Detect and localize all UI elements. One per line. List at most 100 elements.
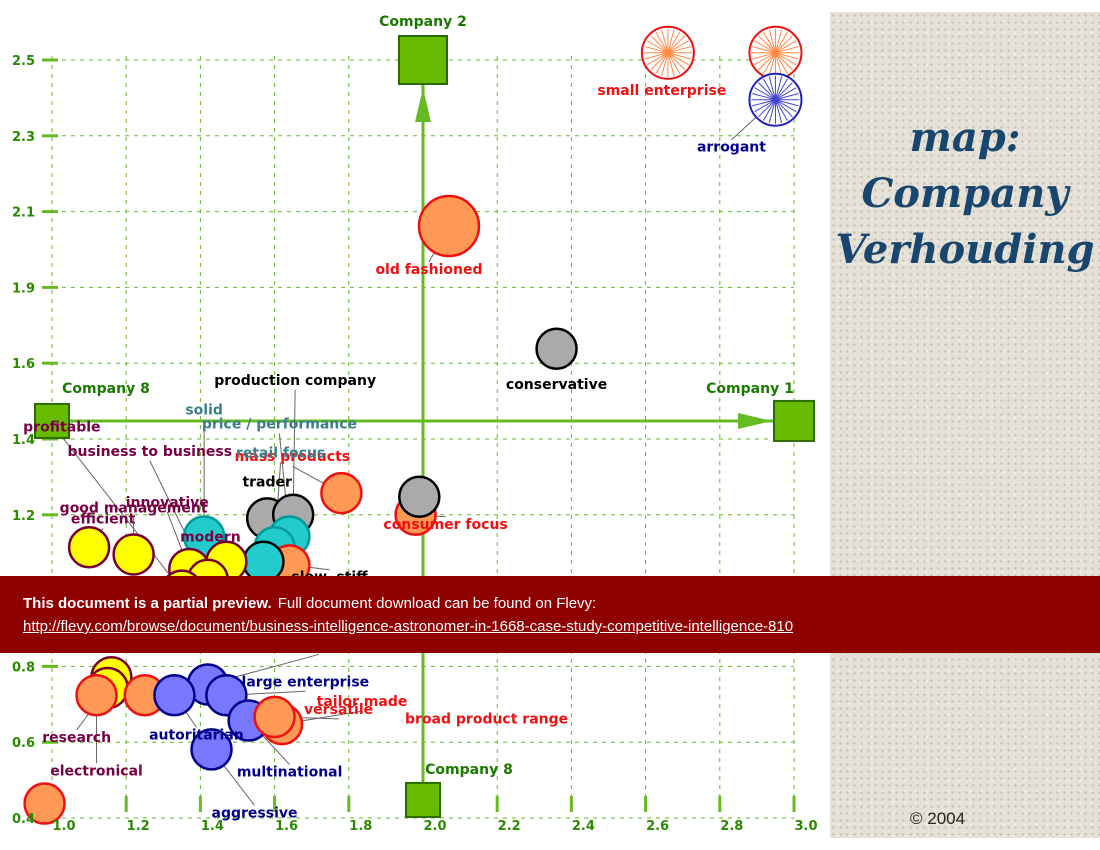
wheel-spoke	[752, 52, 776, 60]
x-tick-label: 1.6	[275, 819, 298, 834]
x-tick-label: 2.8	[720, 819, 743, 834]
wheel-spoke	[775, 78, 788, 100]
wheel-spoke	[763, 78, 776, 100]
wheel-spoke	[754, 52, 776, 66]
company-marker	[773, 399, 815, 442]
wheel-spoke	[775, 99, 793, 118]
wheel-spoke	[775, 82, 793, 101]
wheel-spoke	[775, 99, 799, 107]
preview-banner: This document is a partial preview.Full …	[0, 576, 1100, 653]
map-title-line-3: Verhouding	[835, 226, 1095, 273]
data-point	[112, 533, 155, 576]
wheel-spoke	[667, 31, 681, 54]
arrow-up	[415, 88, 431, 122]
data-point	[535, 327, 578, 371]
company-marker	[405, 781, 441, 818]
bubble-marker	[75, 674, 118, 717]
wheel-spoke	[650, 35, 669, 54]
point-label: small enterprise	[597, 83, 726, 99]
x-tick-label: 2.0	[423, 819, 446, 834]
wheel-spoke	[775, 99, 797, 113]
wheel-spoke	[763, 52, 776, 74]
wheel-spoke	[775, 35, 793, 54]
point-label: trader	[242, 474, 292, 490]
wheel-spoke	[763, 31, 776, 54]
bubble-marker	[398, 475, 441, 519]
wheel-spoke	[644, 46, 668, 54]
wheel-spoke	[644, 52, 668, 60]
wheel-spoke	[661, 52, 669, 77]
arrow-right	[738, 412, 772, 429]
point-label: electronical	[50, 763, 143, 779]
banner-message: This document is a partial preview.Full …	[23, 595, 596, 612]
wheel-spoke	[774, 99, 783, 124]
bubble-marker	[535, 327, 578, 371]
x-tick-label: 1.8	[349, 819, 372, 834]
wheel-spoke	[667, 52, 686, 71]
crosshair-axes	[70, 80, 774, 784]
point-label: research	[42, 730, 111, 746]
wheel-spoke	[650, 52, 669, 71]
wheel-spoke	[667, 52, 692, 60]
x-tick-label: 2.2	[498, 819, 521, 834]
wheel-spoke	[667, 35, 686, 54]
wheel-spoke	[775, 52, 797, 66]
banner-download-link[interactable]: http://flevy.com/browse/document/busines…	[23, 618, 794, 635]
banner-bold-text: This document is a partial preview.	[23, 595, 272, 612]
point-label: autoritarian	[149, 727, 244, 743]
data-point	[153, 674, 196, 717]
wheel-spoke	[775, 40, 797, 54]
data-point	[748, 25, 803, 80]
bubble-marker	[67, 526, 111, 569]
point-label: old fashioned	[375, 262, 482, 278]
data-point	[748, 72, 803, 127]
point-label: multinational	[237, 765, 343, 781]
point-label: innovative	[126, 495, 209, 511]
leader-line	[61, 436, 183, 591]
y-tick-label: 1.2	[12, 509, 35, 524]
wheel-spoke	[775, 99, 788, 121]
map-title-line-2: Company	[861, 170, 1069, 217]
company-label: Company 8	[425, 762, 513, 778]
company-label: Company 1	[706, 381, 794, 397]
wheel-spoke	[752, 46, 776, 54]
wheel-spoke	[661, 29, 669, 53]
x-tick-label: 2.6	[646, 819, 669, 834]
wheel-spoke	[667, 46, 692, 54]
bubble-marker	[417, 194, 481, 258]
wheel-spoke	[655, 31, 669, 54]
point-label: large enterprise	[242, 674, 370, 690]
wheel-spoke	[774, 29, 783, 53]
copyright-notice: © 2004	[910, 809, 966, 828]
wheel-spoke	[754, 87, 776, 101]
point-label: solid	[185, 402, 223, 418]
data-point	[190, 728, 233, 771]
y-tick-label: 2.5	[12, 54, 35, 69]
wheel-spoke	[646, 40, 669, 54]
wheel-spoke	[754, 99, 776, 113]
x-tick-label: 1.0	[52, 819, 75, 834]
wheel-spoke	[768, 76, 776, 100]
wheel-spoke	[763, 99, 776, 121]
point-label: efficient	[71, 511, 136, 527]
y-tick-label: 2.1	[12, 206, 35, 221]
company-label: Company 2	[379, 14, 467, 30]
y-tick-label: 1.6	[12, 357, 35, 372]
title-sidebar: map: Company Verhouding © 2004	[830, 12, 1100, 838]
wheel-spoke	[775, 52, 799, 60]
data-points	[23, 25, 803, 825]
wheel-spoke	[758, 52, 776, 71]
y-tick-label: 2.3	[12, 130, 35, 145]
wheel-spoke	[758, 99, 776, 118]
wheel-spoke	[667, 52, 689, 66]
wheel-spoke	[775, 93, 799, 101]
wheel-spoke	[775, 52, 793, 71]
point-label: modern	[180, 530, 241, 546]
data-point	[398, 475, 441, 519]
point-label: broad product range	[405, 712, 568, 728]
x-tick-label: 1.2	[127, 819, 150, 834]
wheel-spoke	[752, 93, 776, 101]
map-title-line-1: map:	[909, 114, 1021, 161]
point-label: good management	[60, 501, 208, 517]
